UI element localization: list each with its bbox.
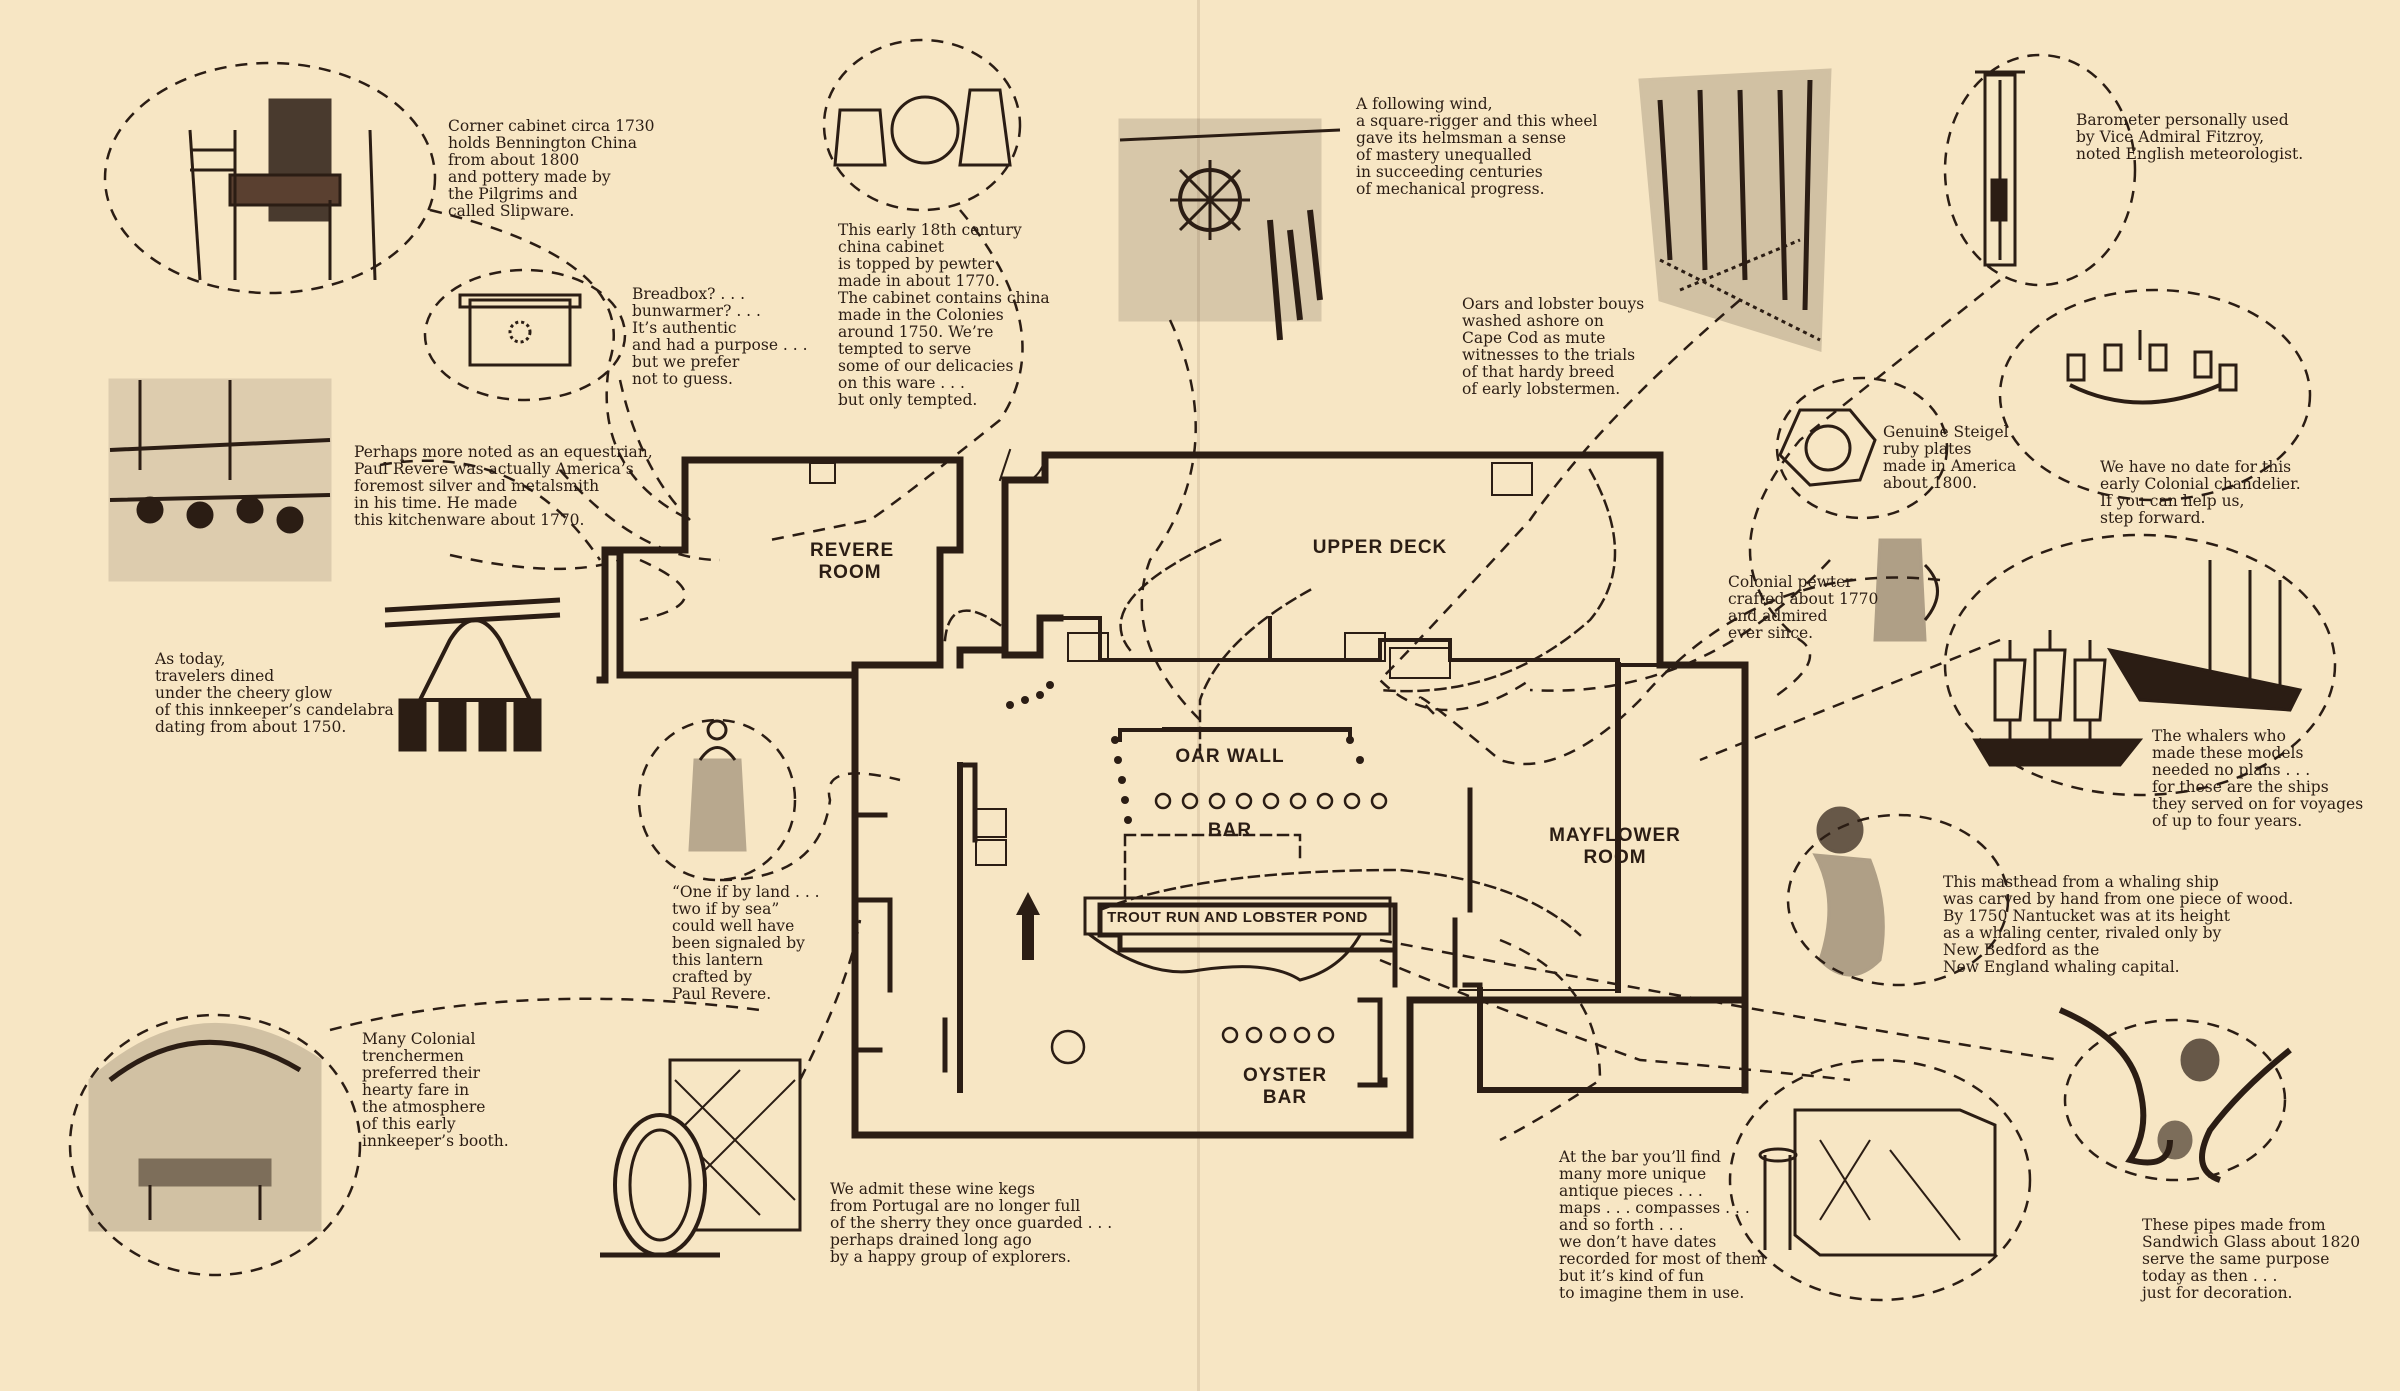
masthead-illustration [1812, 806, 1885, 977]
ship-wheel-illustration [1118, 118, 1341, 341]
lantern-illustration [688, 719, 747, 852]
caption-pewter: Colonial pewter crafted about 1770 and a… [1728, 573, 1879, 642]
kitchenware-illustration [108, 378, 332, 582]
ruby-plate-illustration [1778, 408, 1877, 487]
room-label-revere: REVERE ROOM [810, 540, 895, 583]
corner-cabinet-illustration [188, 98, 377, 281]
corner-cabinet-circle [103, 61, 437, 295]
barometer-circle [1943, 53, 2137, 287]
caption-corner-cabinet: Corner cabinet circa 1730 holds Benningt… [448, 117, 655, 220]
room-label-oar-wall: OAR WALL [1175, 746, 1285, 767]
caption-wine-kegs: We admit these wine kegs from Portugal a… [830, 1180, 1113, 1266]
pewter-china-illustration [833, 88, 1012, 167]
breadbox-illustration [458, 293, 582, 367]
booth-illustration [88, 1023, 322, 1232]
caption-ship-wheel: A following wind, a square-rigger and th… [1356, 95, 1598, 198]
caption-trenchermen: Many Colonial trenchermen preferred thei… [362, 1030, 509, 1150]
masthead-circle [1786, 813, 2010, 987]
room-label-oyster-bar: OYSTER BAR [1242, 1065, 1328, 1108]
oars-buoys-illustration [1638, 68, 1832, 353]
caption-masthead: This masthead from a whaling ship was ca… [1943, 873, 2294, 976]
bar-illustration [1758, 1108, 1997, 1257]
ruby-circle [1775, 376, 1949, 520]
caption-candelabra: As today, travelers dined under the chee… [155, 650, 394, 736]
caption-breadbox: Breadbox? . . . bunwarmer? . . . It’s au… [632, 285, 808, 388]
bar-circle [1728, 1058, 2032, 1302]
pewter-pitcher-illustration [1873, 538, 1939, 642]
pewter-circle [822, 38, 1022, 212]
caption-ruby-plates: Genuine Steigel ruby plates made in Amer… [1883, 423, 2017, 492]
booth-circle [68, 1013, 362, 1277]
page-fold [1197, 0, 1200, 1391]
candelabra-illustration [384, 597, 561, 752]
lantern-circle [637, 718, 797, 882]
caption-revere-silver: Perhaps more noted as an equestrian, Pau… [354, 443, 653, 529]
whalers-circle [1943, 533, 2337, 797]
barometer-illustration [1975, 70, 2025, 267]
caption-chandelier: We have no date for this early Colonial … [2100, 458, 2301, 527]
pipes-circle [2063, 1018, 2287, 1182]
wine-kegs-illustration [600, 1058, 802, 1258]
caption-pipes: These pipes made from Sandwich Glass abo… [2142, 1216, 2361, 1302]
caption-china-cabinet: This early 18th century china cabinet is… [838, 221, 1050, 409]
pipes-illustration [2058, 1007, 2292, 1183]
whaling-ships-illustration [1972, 560, 2303, 767]
room-label-trout-run: TROUT RUN AND LOBSTER POND [1107, 909, 1368, 926]
chandelier-circle [1998, 288, 2312, 502]
room-label-bar: BAR [1207, 820, 1253, 841]
breadbox-circle [423, 268, 627, 402]
chandelier-illustration [2066, 330, 2238, 405]
room-label-upper-deck: UPPER DECK [1312, 537, 1448, 558]
room-label-mayflower: MAYFLOWER ROOM [1549, 825, 1681, 868]
caption-bar-antiques: At the bar you’ll find many more unique … [1559, 1148, 1766, 1302]
caption-whalers: The whalers who made these models needed… [2152, 727, 2364, 830]
caption-lantern: “One if by land . . . two if by sea” cou… [672, 883, 820, 1003]
caption-oars: Oars and lobster bouys washed ashore on … [1462, 295, 1645, 398]
caption-barometer: Barometer personally used by Vice Admira… [2076, 111, 2304, 163]
